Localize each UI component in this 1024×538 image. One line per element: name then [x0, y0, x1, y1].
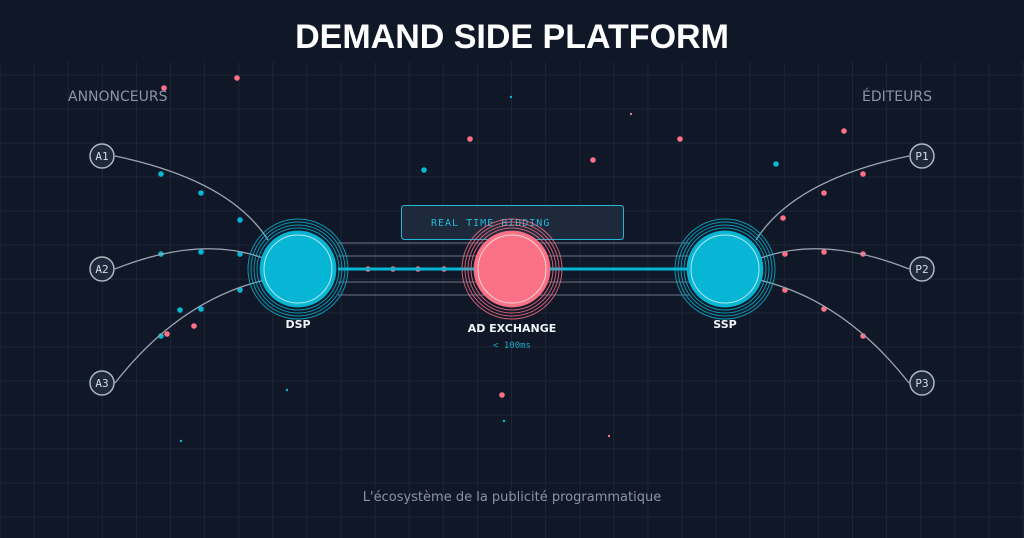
particle	[860, 171, 866, 177]
particle	[467, 136, 473, 142]
hub-core	[260, 231, 336, 307]
ssp-label: SSP	[713, 318, 736, 331]
particle-small	[285, 388, 289, 392]
particle	[234, 75, 240, 81]
particle	[237, 251, 243, 257]
hub-ring	[683, 227, 767, 311]
hub-ring	[677, 221, 773, 317]
hub-core	[687, 231, 763, 307]
page-title: DEMAND SIDE PLATFORM	[295, 18, 729, 56]
particle-small	[502, 419, 506, 423]
link-curve	[114, 279, 266, 384]
subtitle: L'écosystème de la publicité programmati…	[363, 490, 661, 505]
particle	[237, 217, 243, 223]
node-circle	[909, 143, 935, 169]
publisher-node-p1-label: P1	[915, 150, 928, 163]
publishers-heading: ÉDITEURS	[862, 88, 932, 105]
advertiser-node-a3-label: A3	[95, 377, 108, 390]
link-curve	[760, 248, 910, 270]
link-curve	[114, 248, 264, 270]
ssp-hub	[674, 218, 776, 320]
hub-ring	[250, 221, 346, 317]
particle	[198, 249, 204, 255]
advertiser-node-a2-label: A2	[95, 263, 108, 276]
particle	[164, 331, 170, 337]
particle	[198, 306, 204, 312]
hub-inner-ring	[263, 234, 333, 304]
particle	[177, 307, 183, 313]
particle-small	[607, 434, 611, 438]
publisher-node-p3-label: P3	[915, 377, 928, 390]
node-circle	[89, 143, 115, 169]
particle-small	[509, 95, 513, 99]
publisher-node-p1: P1	[909, 143, 935, 169]
particle-small	[629, 112, 633, 116]
particle	[821, 190, 827, 196]
node-circle	[909, 370, 935, 396]
particle	[499, 392, 505, 398]
particle	[590, 157, 596, 163]
dsp-label: DSP	[285, 318, 310, 331]
exchange-label: AD EXCHANGE	[468, 322, 557, 335]
particle	[158, 171, 164, 177]
particle-small	[179, 439, 183, 443]
particle	[841, 128, 847, 134]
link-curve	[114, 155, 269, 241]
hub-inner-ring	[477, 234, 547, 304]
particle	[237, 287, 243, 293]
advertiser-node-a2: A2	[89, 256, 115, 282]
hub-ring	[680, 224, 770, 314]
link-curve	[755, 155, 910, 241]
publisher-node-p2: P2	[909, 256, 935, 282]
particle	[198, 190, 204, 196]
particle	[860, 333, 866, 339]
latency-label: < 100ms	[493, 341, 531, 351]
advertiser-node-a1: A1	[89, 143, 115, 169]
hub-ring	[464, 221, 560, 317]
dsp-hub	[247, 218, 349, 320]
hub-ring	[470, 227, 554, 311]
link-curve	[758, 279, 910, 384]
exchange-hub	[461, 218, 563, 320]
hub-ring	[467, 224, 557, 314]
hub-core	[474, 231, 550, 307]
hub-ring	[674, 218, 776, 320]
particle	[677, 136, 683, 142]
particle	[782, 251, 788, 257]
advertisers-heading: ANNONCEURS	[68, 89, 168, 105]
particle	[773, 161, 779, 167]
particle	[821, 249, 827, 255]
particle	[191, 323, 197, 329]
particle	[780, 215, 786, 221]
hub-ring	[461, 218, 563, 320]
hub-inner-ring	[690, 234, 760, 304]
hub-ring	[253, 224, 343, 314]
publisher-node-p3: P3	[909, 370, 935, 396]
particle	[158, 333, 164, 339]
particle	[161, 85, 167, 91]
hub-ring	[256, 227, 340, 311]
background-grid	[0, 62, 1024, 538]
particle	[421, 167, 427, 173]
hub-ring	[247, 218, 349, 320]
node-circle	[89, 256, 115, 282]
node-circle	[89, 370, 115, 396]
advertiser-node-a1-label: A1	[95, 150, 108, 163]
node-circle	[909, 256, 935, 282]
advertiser-node-a3: A3	[89, 370, 115, 396]
publisher-node-p2-label: P2	[915, 263, 928, 276]
